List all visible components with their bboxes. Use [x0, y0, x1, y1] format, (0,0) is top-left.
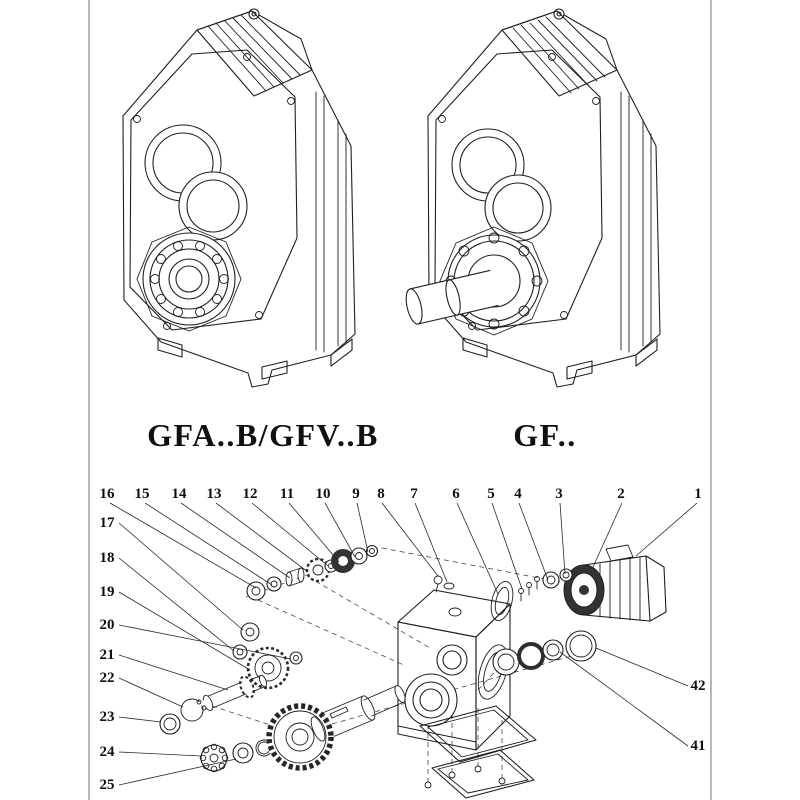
terminal-box: [605, 544, 634, 562]
leader-lines: [109, 502, 698, 786]
flange-gasket-and-bolts: [490, 568, 573, 622]
page-edge-lines: [88, 0, 712, 800]
right-figure-label: GF..: [513, 417, 577, 453]
part-number-42: 42: [691, 678, 706, 694]
mounting-feet: [157, 337, 353, 380]
second-bore: [484, 174, 552, 242]
gear-reducer-drawing-left: [122, 8, 356, 388]
part-number-7: 7: [410, 486, 418, 502]
bearings-and-rings: [159, 698, 273, 773]
input-shaft-parts-chain: [246, 544, 379, 601]
part-number-21: 21: [100, 647, 115, 663]
part-number-10: 10: [316, 486, 331, 502]
part-number-15: 15: [135, 486, 150, 502]
part-number-1: 1: [694, 486, 702, 502]
output-shaft: [405, 269, 499, 325]
intermediate-gear-set: [232, 622, 303, 690]
part-number-25: 25: [100, 777, 115, 793]
part-number-9: 9: [352, 486, 360, 502]
part-number-19: 19: [100, 584, 115, 600]
housing: [397, 575, 511, 751]
helical-gear-rim: [266, 703, 334, 771]
second-bore: [178, 171, 248, 241]
output-gear-and-shaft: [266, 685, 406, 771]
output-rings: [492, 630, 597, 676]
part-number-11: 11: [280, 486, 294, 502]
eyebolt-icon: [553, 8, 565, 20]
part-number-22: 22: [100, 670, 115, 686]
oil-plug: [448, 607, 462, 617]
part-number-2: 2: [617, 486, 625, 502]
part-number-12: 12: [243, 486, 258, 502]
part-number-3: 3: [555, 486, 563, 502]
vent-plug: [433, 575, 443, 585]
left-figure-label: GFA..B/GFV..B: [147, 417, 379, 453]
eyebolt-icon: [248, 8, 260, 20]
part-number-13: 13: [207, 486, 222, 502]
mounting-plate-and-gasket: [419, 705, 537, 799]
part-number-8: 8: [377, 486, 385, 502]
part-number-18: 18: [100, 550, 115, 566]
part-number-24: 24: [100, 744, 116, 760]
mounting-feet: [462, 337, 658, 380]
gear-reducer-drawing-right: [405, 8, 661, 388]
part-number-6: 6: [452, 486, 460, 502]
part-number-14: 14: [172, 486, 188, 502]
output-bearing-ring: [517, 642, 545, 670]
part-number-41: 41: [691, 738, 706, 754]
part-number-23: 23: [100, 709, 115, 725]
part-number-5: 5: [487, 486, 495, 502]
part-number-16: 16: [100, 486, 116, 502]
cooling-ribs: [512, 16, 606, 94]
exploded-view-diagram: 16 15 14 13 12 11 10 9 8 7 6 5 4 3 2 1 1…: [100, 486, 706, 799]
part-number-20: 20: [100, 617, 115, 633]
part-number-4: 4: [514, 486, 522, 502]
cooling-ribs: [207, 14, 301, 92]
output-bearing-face: [136, 226, 242, 332]
part-number-17: 17: [100, 515, 116, 531]
motor-assembly: [563, 544, 667, 622]
shaft-key: [329, 706, 349, 719]
roller-bearing: [199, 743, 229, 773]
